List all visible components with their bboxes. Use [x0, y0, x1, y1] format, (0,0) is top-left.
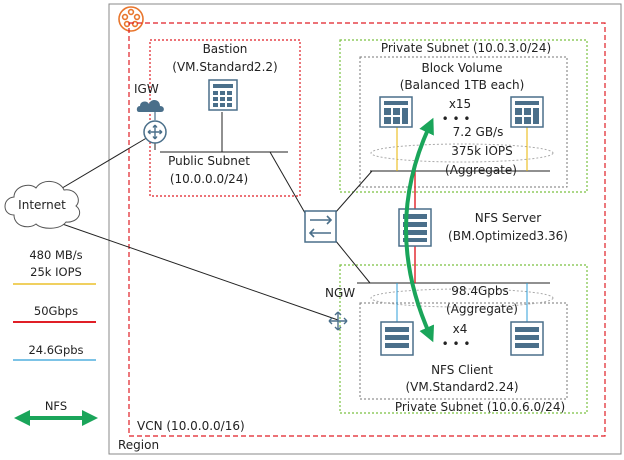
client-aggregate-ellipse	[370, 288, 554, 308]
block-volume-aggregate: (Aggregate)	[445, 163, 517, 177]
block-volume-ellipsis: • • •	[442, 112, 471, 126]
block-volume-throughput: 7.2 GB/s	[453, 125, 504, 139]
igw-icon	[136, 100, 167, 144]
storage-aggregate-ellipse	[370, 143, 554, 163]
legend-network-246: 24.6Gpbs	[28, 343, 83, 357]
vcn-label: VCN (10.0.0.0/16)	[137, 419, 245, 433]
bastion-label: Bastion	[203, 42, 248, 56]
nfs-server-icon	[398, 208, 432, 247]
nfs-client-icon-right	[510, 321, 544, 356]
ngw-label: NGW	[325, 286, 355, 300]
legend: 480 MB/s 25k IOPS 50Gbps 24.6Gpbs NFS	[13, 248, 98, 426]
nfs-server-label: NFS Server	[475, 211, 542, 225]
ngw-icon	[328, 311, 348, 331]
region-icon	[118, 6, 144, 32]
vcn-box	[128, 22, 606, 437]
private-subnet-storage-box	[339, 39, 588, 193]
client-network-bandwidth: 98.4Gpbs	[451, 284, 509, 298]
client-network-aggregate: (Aggregate)	[446, 302, 518, 316]
private-subnet-client-box	[339, 264, 588, 414]
client-network-lines	[396, 283, 528, 322]
public-subnet-cidr: (10.0.0.0/24)	[170, 172, 248, 186]
nfs-client-count: x4	[453, 322, 468, 336]
nfs-server-shape: (BM.Optimized3.36)	[448, 229, 568, 243]
nfs-client-box	[359, 302, 568, 400]
internet-cloud	[4, 181, 81, 229]
block-volume-box	[359, 56, 568, 188]
block-volume-iops: 375k IOPS	[451, 144, 513, 158]
private-subnet-storage-label: Private Subnet (10.0.3.0/24)	[381, 41, 551, 55]
nfs-client-label: NFS Client	[431, 363, 493, 377]
bastion-shape: (VM.Standard2.2)	[172, 60, 277, 74]
block-volume-icon-left	[379, 96, 413, 128]
block-volume-count: x15	[449, 97, 471, 111]
igw-label: IGW	[134, 82, 159, 96]
storage-lines	[396, 127, 528, 171]
legend-nfs: NFS	[45, 399, 67, 413]
network-lines	[41, 112, 550, 321]
legend-network-50: 50Gbps	[34, 304, 78, 318]
public-subnet-label: Public Subnet	[168, 154, 250, 168]
block-volume-icon-right	[510, 96, 544, 128]
region-box	[108, 3, 622, 455]
legend-storage-line1: 480 MB/s	[29, 248, 82, 262]
bastion-vm-icon	[208, 79, 238, 111]
nfs-client-shape: (VM.Standard2.24)	[405, 380, 518, 394]
public-subnet-box	[149, 39, 301, 197]
region-label: Region	[118, 438, 159, 452]
legend-storage-line2: 25k IOPS	[30, 265, 82, 279]
nfs-client-icon-left	[380, 321, 414, 356]
block-volume-label: Block Volume	[422, 61, 503, 75]
router-icon	[304, 210, 337, 243]
block-volume-detail: (Balanced 1TB each)	[400, 78, 525, 92]
nfs-client-ellipsis: • • •	[442, 337, 471, 351]
internet-label: Internet	[18, 198, 66, 212]
private-subnet-client-label: Private Subnet (10.0.6.0/24)	[395, 400, 565, 414]
nfs-arrow	[404, 117, 435, 343]
